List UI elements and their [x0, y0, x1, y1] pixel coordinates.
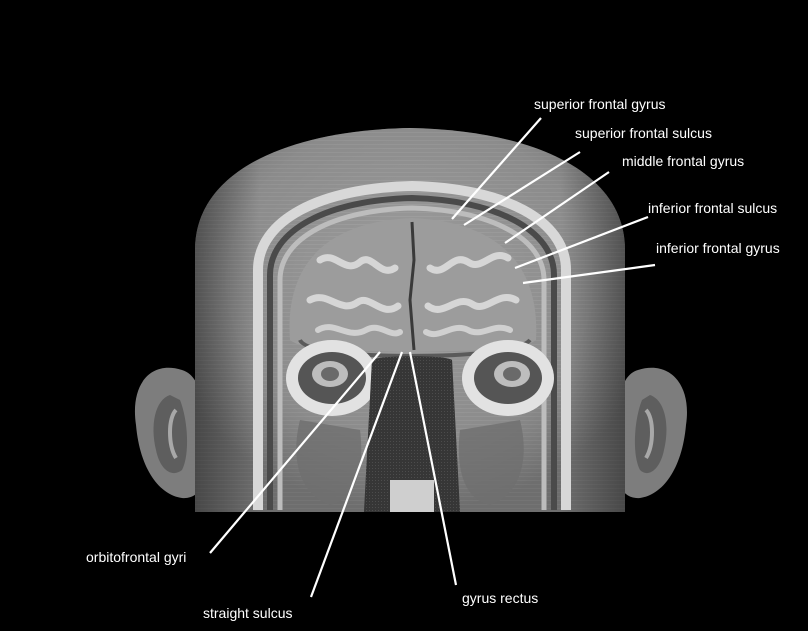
label-inferior-frontal-gyrus: inferior frontal gyrus [656, 240, 780, 256]
label-superior-frontal-gyrus: superior frontal gyrus [534, 96, 666, 112]
label-superior-frontal-sulcus: superior frontal sulcus [575, 125, 712, 141]
label-middle-frontal-gyrus: middle frontal gyrus [622, 153, 744, 169]
left-orbit [286, 340, 378, 416]
label-straight-sulcus: straight sulcus [203, 605, 292, 621]
label-orbitofrontal-gyri: orbitofrontal gyri [86, 549, 186, 565]
label-gyrus-rectus: gyrus rectus [462, 590, 538, 606]
label-inferior-frontal-sulcus: inferior frontal sulcus [648, 200, 777, 216]
right-orbit [462, 340, 554, 416]
